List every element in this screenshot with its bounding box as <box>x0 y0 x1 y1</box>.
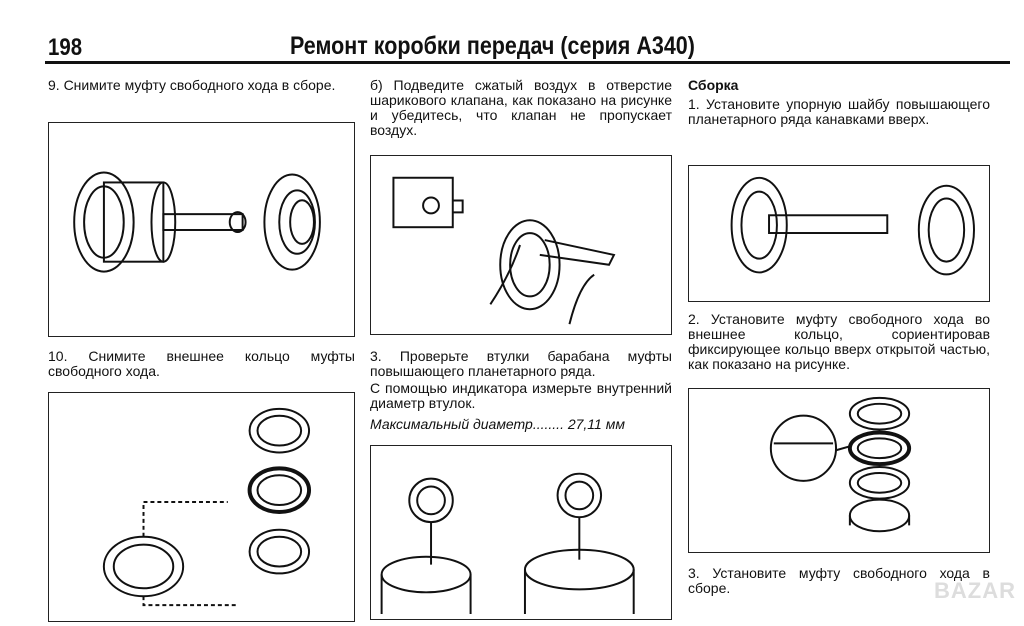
figure-remove-outer-ring <box>48 392 355 622</box>
step-10-text: 10. Снимите внешнее кольцо муфты свободн… <box>48 348 355 379</box>
step-3-detail: С помощью индикатора измерьте внутренний… <box>370 380 672 411</box>
header-rule <box>45 61 1010 64</box>
step-b-text: б) Подведите сжатый воздух в отверстие ш… <box>370 77 672 138</box>
page-title: Ремонт коробки передач (серия А340) <box>290 32 695 60</box>
page-number: 198 <box>48 34 83 61</box>
assembly-step-1-text: 1. Установите упорную шайбу повышающего … <box>688 96 990 127</box>
figure-thrust-washer <box>688 165 990 302</box>
figure-air-check-valve <box>370 155 672 335</box>
figure-measure-bushings <box>370 445 672 620</box>
step-9-text: 9. Снимите муфту свободного хода в сборе… <box>48 77 336 93</box>
figure-install-one-way-clutch <box>688 388 990 553</box>
step-3-text: 3. Проверьте втулки барабана муфты повыш… <box>370 348 672 379</box>
assembly-heading: Сборка <box>688 77 739 93</box>
assembly-step-3-text: 3. Установите муфту свободного хода в сб… <box>688 565 990 596</box>
figure-remove-clutch-assembly <box>48 122 355 337</box>
assembly-step-2-text: 2. Установите муфту свободного хода во в… <box>688 311 990 372</box>
max-diameter-spec: Максимальный диаметр........ 27,11 мм <box>370 416 625 432</box>
watermark: BAZAR <box>934 578 1016 603</box>
